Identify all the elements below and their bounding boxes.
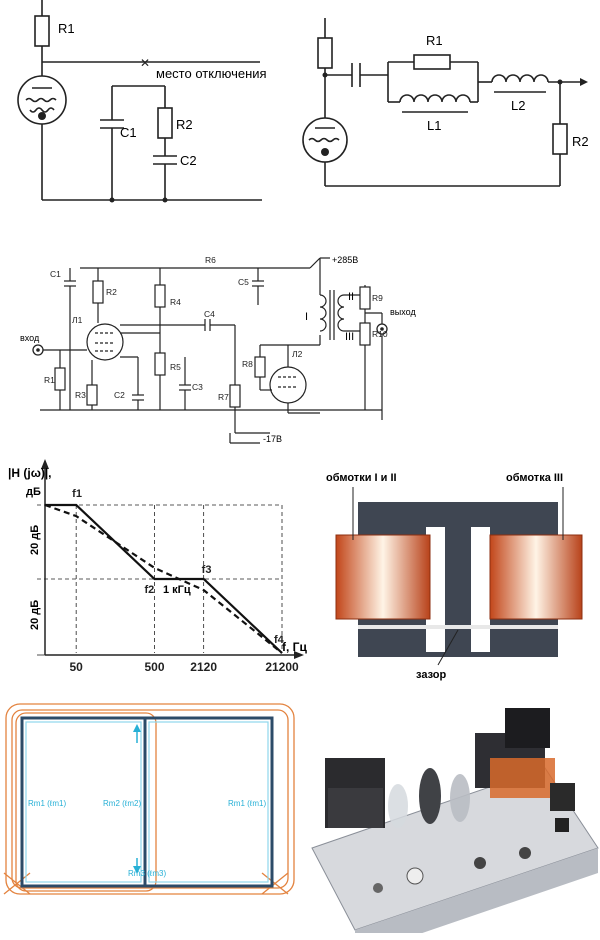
- chart-step-label-1: 20 дБ: [29, 525, 41, 555]
- svg-text:R2: R2: [106, 287, 117, 297]
- svg-text:C5: C5: [238, 277, 249, 287]
- fig1-c1-label: C1: [120, 125, 137, 140]
- chart-x-tick: 50: [69, 660, 83, 674]
- fig1-schematic: ✕ R1 место отключения C1 R2 C2: [17, 0, 267, 203]
- svg-text:C4: C4: [204, 309, 215, 319]
- fig3-bias-label: -17В: [263, 434, 282, 444]
- r1-resistor: [34, 15, 50, 47]
- frequency-response-chart: |H (jω)|, дБ f, Гц 20 дБ 20 дБ 1 кГц 50 5…: [8, 459, 307, 674]
- amplifier-photo: [300, 698, 600, 933]
- fig3-schematic: C1 R2 Л1 R1 R3 C2 R4 R5 C3 R6 C4 C5 R7 R…: [20, 255, 416, 444]
- fig1-r2-label: R2: [176, 117, 193, 132]
- core-label-left: обмотки I и II: [326, 472, 397, 484]
- transformer-core-diagram: обмотки I и II обмотка III зазор: [326, 472, 583, 681]
- svg-text:Л2: Л2: [292, 349, 303, 359]
- core-gap: [358, 625, 558, 629]
- fig2-l2-label: L2: [511, 98, 525, 113]
- fig3-output-label: выход: [390, 307, 416, 317]
- svg-text:R7: R7: [218, 392, 229, 402]
- svg-text:Л1: Л1: [72, 315, 83, 325]
- fig1-r1-label: R1: [58, 21, 75, 36]
- chart-marker: f3: [202, 564, 212, 576]
- svg-text:R9: R9: [372, 293, 383, 303]
- chassis-front: [355, 848, 598, 933]
- tube-1: [388, 784, 408, 828]
- chart-x-tick: 21200: [265, 660, 299, 674]
- chart-x-tick: 2120: [190, 660, 217, 674]
- chart-marker: f4: [274, 634, 285, 646]
- fig1-c2-label: C2: [180, 153, 197, 168]
- chart-x-tick: 500: [144, 660, 164, 674]
- r2-resistor: [157, 107, 173, 139]
- chart-step-label-2: 20 дБ: [29, 600, 41, 630]
- fig3-winding-2: II: [348, 291, 354, 303]
- coil-right: [489, 534, 583, 620]
- tube-3: [450, 774, 470, 822]
- mag-center-label: Rm2 (ℓm2): [103, 799, 141, 808]
- svg-text:C1: C1: [50, 269, 61, 279]
- mag-left-label: Rm1 (ℓm1): [28, 799, 66, 808]
- fig1-cut-label: место отключения: [156, 66, 267, 81]
- svg-text:R1: R1: [44, 375, 55, 385]
- fig2-l1-label: L1: [427, 118, 441, 133]
- coil-photo: [490, 758, 555, 798]
- chart-series-solid: [45, 503, 283, 654]
- fig3-supply-label: +285В: [332, 255, 358, 265]
- core-gap-label: зазор: [416, 669, 446, 681]
- chart-marker: f1: [72, 488, 82, 500]
- magnetic-circuit-diagram: Rm1 (ℓm1) Rm2 (ℓm2) Rm1 (ℓm1) Rm3 (ℓm3): [3, 703, 295, 895]
- svg-text:R10: R10: [372, 329, 388, 339]
- svg-text:R8: R8: [242, 359, 253, 369]
- core-label-right: обмотка III: [506, 472, 563, 484]
- core-center-leg: [445, 527, 471, 652]
- svg-text:C2: C2: [114, 390, 125, 400]
- chart-xlabel: f, Гц: [282, 640, 307, 654]
- chart-marker: f2: [145, 584, 155, 596]
- fig3-input-label: вход: [20, 333, 40, 343]
- svg-text:C3: C3: [192, 382, 203, 392]
- coil-left: [335, 534, 431, 620]
- svg-text:R3: R3: [75, 390, 86, 400]
- chart-series-dashed: [44, 503, 283, 654]
- svg-text:R5: R5: [170, 362, 181, 372]
- fig2-r1-label: R1: [426, 33, 443, 48]
- fig2-schematic: R1 L1 L2 R2: [302, 18, 589, 187]
- fig3-winding-1: I: [305, 311, 308, 323]
- mag-right-label: Rm1 (ℓm1): [228, 799, 266, 808]
- tube-2: [419, 768, 441, 824]
- svg-text:R6: R6: [205, 255, 216, 265]
- chart-annotation: 1 кГц: [163, 584, 191, 596]
- svg-text:R4: R4: [170, 297, 181, 307]
- chart-ylabel: |H (jω)|,: [8, 466, 52, 480]
- mag-gap-label: Rm3 (ℓm3): [128, 869, 166, 878]
- fig2-r2-label: R2: [572, 134, 589, 149]
- cut-mark-icon: ✕: [140, 56, 150, 70]
- chart-yunit: дБ: [26, 486, 41, 498]
- fig3-winding-3: III: [345, 331, 354, 343]
